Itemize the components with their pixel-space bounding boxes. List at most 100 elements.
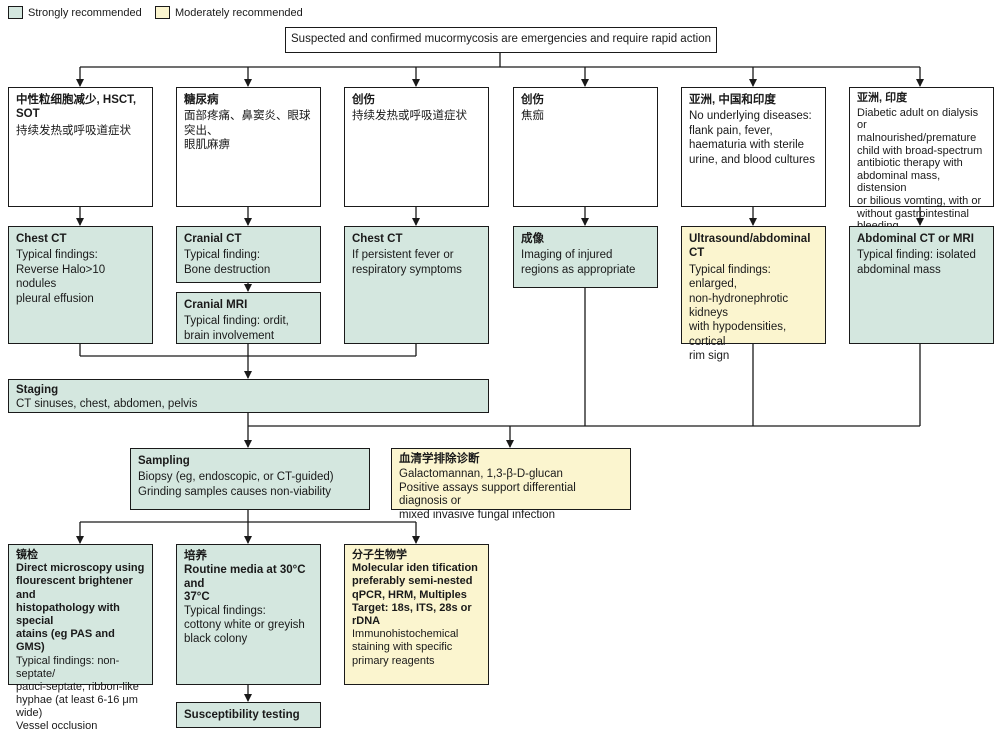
root-statement: Suspected and confirmed mucormycosis are…: [285, 27, 717, 53]
population-title: 亚洲, 中国和印度: [689, 94, 776, 106]
population-line: 面部疼痛、鼻窦炎、眼球突出、: [184, 110, 311, 137]
imaging-line: Reverse Halo>10 nodules: [16, 263, 106, 291]
imaging-title: Chest CT: [352, 233, 403, 245]
susceptibility-title: Susceptibility testing: [184, 709, 300, 721]
legend-moderate: Moderately recommended: [155, 6, 303, 19]
culture-line: black colony: [184, 632, 248, 645]
culture-bold-line: Routine media at 30°C and: [184, 563, 306, 590]
sampling-box: Sampling Biopsy (eg, endoscopic, or CT-g…: [130, 448, 370, 510]
imaging-line: Typical findings: enlarged,: [689, 263, 771, 291]
population-line: urine, and blood cultures: [689, 153, 815, 166]
imaging-line: Typical finding: ordit,: [184, 315, 289, 328]
population-line: flank pain, fever,: [689, 124, 773, 137]
population-asia-china-india: 亚洲, 中国和印度 No underlying diseases: flank …: [681, 87, 826, 207]
molecular-box: 分子生物学 Molecular iden tification preferab…: [344, 544, 489, 685]
culture-box: 培养 Routine media at 30°C and 37°C Typica…: [176, 544, 321, 685]
imaging-line: Imaging of injured: [521, 249, 613, 262]
staging-title: Staging: [16, 384, 59, 396]
population-title: 中性粒细胞减少, HSCT, SOT: [16, 94, 137, 121]
imaging-title: Cranial MRI: [184, 299, 248, 311]
susceptibility-box: Susceptibility testing: [176, 702, 321, 728]
imaging-line: Typical finding:: [184, 249, 261, 262]
legend-strong: Strongly recommended: [8, 6, 142, 19]
legend-strong-swatch: [8, 6, 23, 19]
microscopy-line: Typical findings: non-septate/: [16, 654, 120, 680]
microscopy-box: 镜检 Direct microscopy using flourescent b…: [8, 544, 153, 732]
population-line: antibiotic therapy with: [857, 157, 963, 170]
imaging-line: Bone destruction: [184, 263, 271, 276]
molecular-line: staining with specific: [352, 641, 453, 654]
imaging-line: If persistent fever or: [352, 249, 454, 262]
population-line: or bilious vomting, with or: [857, 195, 982, 208]
imaging-injured-regions: 成像 Imaging of injured regions as appropr…: [513, 226, 658, 288]
population-asia-india: 亚洲, 印度 Diabetic adult on dialysis or mal…: [849, 87, 994, 232]
culture-title: 培养: [184, 550, 207, 562]
imaging-title: Cranial CT: [184, 233, 242, 245]
imaging-line: regions as appropriate: [521, 263, 636, 276]
culture-bold-line: 37°C: [184, 591, 210, 604]
molecular-title: 分子生物学: [352, 549, 407, 561]
serology-line: Positive assays support differential dia…: [399, 481, 576, 508]
imaging-line: with hypodensities, cortical: [689, 321, 787, 348]
imaging-line: rim sign: [689, 350, 730, 362]
population-title: 亚洲, 印度: [857, 92, 908, 104]
molecular-bold-line: Target: 18s, ITS, 28s or rDNA: [352, 601, 472, 627]
legend-moderate-label: Moderately recommended: [175, 6, 303, 19]
population-title: 糖尿病: [184, 94, 219, 106]
population-trauma-fever: 创伤 持续发热或呼吸道症状: [344, 87, 489, 207]
imaging-title: Abdominal CT or MRI: [857, 233, 974, 245]
molecular-line: Immunohistochemical: [352, 628, 459, 641]
population-line: Diabetic adult on dialysis or: [857, 106, 979, 132]
population-trauma-eschar: 创伤 焦痂: [513, 87, 658, 207]
population-line: abdominal mass, distension: [857, 169, 941, 195]
imaging-abdominal-ct-mri: Abdominal CT or MRI Typical finding: iso…: [849, 226, 994, 344]
imaging-ultrasound-abdominal-ct: Ultrasound/abdominal CT Typical findings…: [681, 226, 826, 362]
microscopy-line: Vessel occlusion: [16, 720, 98, 733]
imaging-cranial-mri: Cranial MRI Typical finding: ordit, brai…: [176, 292, 321, 344]
imaging-line: Typical finding: isolated: [857, 249, 976, 262]
imaging-title: Ultrasound/abdominal CT: [689, 233, 811, 260]
molecular-line: primary reagents: [352, 654, 435, 667]
imaging-line: Typical findings:: [16, 249, 98, 262]
imaging-line: non-hydronephrotic kidneys: [689, 292, 789, 319]
population-line: child with broad-spectrum: [857, 144, 983, 157]
population-line: No underlying diseases:: [689, 110, 812, 123]
sampling-line: Biopsy (eg, endoscopic, or CT-guided): [138, 471, 334, 484]
staging-line: CT sinuses, chest, abdomen, pelvis: [16, 398, 198, 411]
sampling-line: Grinding samples causes non-viability: [138, 485, 332, 498]
population-title: 创伤: [521, 94, 544, 106]
staging-box: Staging CT sinuses, chest, abdomen, pelv…: [8, 379, 489, 413]
population-diabetes: 糖尿病 面部疼痛、鼻窦炎、眼球突出、 眼肌麻痹: [176, 87, 321, 207]
population-line: without gastrointestinal: [857, 207, 969, 220]
microscopy-bold-line: Direct microscopy using: [16, 562, 145, 575]
population-title: 创伤: [352, 94, 375, 106]
legend-moderate-swatch: [155, 6, 170, 19]
microscopy-bold-line: flourescent brightener and: [16, 575, 133, 601]
population-neutropenia: 中性粒细胞减少, HSCT, SOT 持续发热或呼吸道症状: [8, 87, 153, 207]
culture-line: Typical findings:: [184, 605, 266, 618]
serology-line: Galactomannan, 1,3-β-D-glucan: [399, 467, 563, 480]
imaging-line: brain involvement: [184, 329, 275, 342]
population-line: 持续发热或呼吸道症状: [352, 110, 467, 123]
population-line: 持续发热或呼吸道症状: [16, 124, 131, 137]
imaging-line: abdominal mass: [857, 263, 941, 276]
population-line: haematuria with sterile: [689, 139, 805, 152]
serology-title: 血清学排除诊断: [399, 453, 480, 465]
imaging-line: respiratory symptoms: [352, 263, 462, 276]
population-line: 眼肌麻痹: [184, 139, 230, 152]
culture-line: cottony white or greyish: [184, 618, 305, 631]
sampling-title: Sampling: [138, 455, 190, 467]
microscopy-line: pauci-septate, ribbon-like: [16, 680, 139, 693]
imaging-title: 成像: [521, 233, 544, 245]
imaging-chest-ct-trauma: Chest CT If persistent fever or respirat…: [344, 226, 489, 344]
imaging-cranial-ct: Cranial CT Typical finding: Bone destruc…: [176, 226, 321, 283]
microscopy-title: 镜检: [16, 549, 38, 561]
imaging-line: pleural effusion: [16, 292, 94, 305]
serology-box: 血清学排除诊断 Galactomannan, 1,3-β-D-glucan Po…: [391, 448, 631, 521]
imaging-chest-ct: Chest CT Typical findings: Reverse Halo>…: [8, 226, 153, 344]
microscopy-bold-line: histopathology with special: [16, 601, 120, 627]
microscopy-line: hyphae (at least 6-16 μm wide): [16, 694, 138, 720]
molecular-bold-line: preferably semi-nested: [352, 575, 473, 588]
population-line: malnourished/premature: [857, 131, 977, 144]
